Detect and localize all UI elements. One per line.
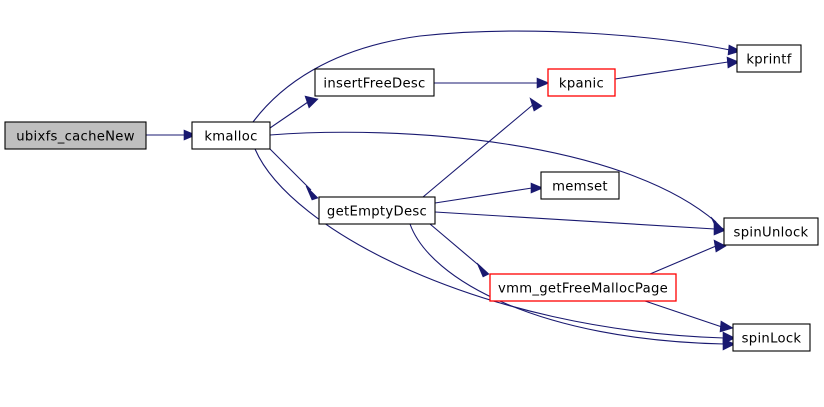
node-label: insertFreeDesc: [323, 77, 425, 92]
edge-kpanic-to-kprintf: [614, 56, 740, 80]
edge-line: [644, 300, 723, 328]
arrowhead-icon: [305, 185, 319, 201]
arrowhead-icon: [476, 262, 490, 278]
node-label: kmalloc: [204, 130, 257, 145]
node-label: getEmptyDesc: [327, 205, 427, 220]
edge-getEmptyDesc-to-memset: [434, 182, 544, 204]
node-label: spinUnlock: [734, 226, 809, 241]
node-ubixfs_cacheNew[interactable]: ubixfs_cacheNew: [4, 121, 147, 150]
edge-line: [254, 148, 725, 339]
arrowhead-icon: [529, 97, 543, 112]
node-box[interactable]: [547, 68, 616, 97]
arrowhead-icon: [713, 223, 727, 236]
node-box[interactable]: [540, 171, 620, 200]
edge-kmalloc-to-getEmptyDesc: [267, 146, 319, 201]
node-label: memset: [552, 180, 608, 195]
edge-getEmptyDesc-to-spinLock: [409, 223, 736, 351]
edge-kmalloc-to-insertFreeDesc: [269, 95, 319, 129]
edge-getEmptyDesc-to-vmm_getFreeMallocPage: [429, 223, 490, 278]
edges-layer: [146, 30, 742, 351]
edge-line: [614, 61, 729, 80]
edge-vmm_getFreeMallocPage-to-spinLock: [644, 300, 734, 333]
node-box[interactable]: [723, 217, 819, 246]
node-kprintf[interactable]: kprintf: [736, 44, 802, 73]
edge-line: [269, 131, 717, 223]
node-box[interactable]: [314, 68, 435, 97]
arrowhead-icon: [719, 320, 734, 333]
node-label: vmm_getFreeMallocPage: [498, 282, 668, 297]
node-memset[interactable]: memset: [540, 171, 620, 200]
edge-insertFreeDesc-to-kpanic: [434, 77, 550, 89]
node-getEmptyDesc[interactable]: getEmptyDesc: [318, 196, 436, 225]
node-box[interactable]: [4, 121, 147, 150]
arrowhead-icon: [530, 182, 544, 194]
edge-line: [429, 223, 483, 269]
nodes-layer: ubixfs_cacheNew kmalloc insertFreeDesc kpan…: [4, 44, 819, 352]
edge-line: [409, 223, 725, 345]
edge-ubixfs_cacheNew-to-kmalloc: [146, 129, 197, 141]
edge-line: [434, 211, 716, 230]
arrowhead-icon: [722, 338, 736, 351]
arrowhead-icon: [183, 129, 197, 141]
edge-vmm_getFreeMallocPage-to-spinUnlock: [649, 239, 727, 275]
node-box[interactable]: [191, 121, 271, 150]
node-label: ubixfs_cacheNew: [16, 130, 135, 145]
edge-line: [422, 102, 536, 198]
node-spinLock[interactable]: spinLock: [732, 323, 811, 352]
node-insertFreeDesc[interactable]: insertFreeDesc: [314, 68, 435, 97]
node-box[interactable]: [736, 44, 802, 73]
arrowhead-icon: [727, 44, 742, 56]
arrowhead-icon: [536, 77, 550, 89]
node-spinUnlock[interactable]: spinUnlock: [723, 217, 819, 246]
node-box[interactable]: [489, 273, 677, 302]
node-box[interactable]: [732, 323, 811, 352]
node-label: spinLock: [742, 332, 802, 347]
edge-line: [267, 146, 312, 191]
node-kmalloc[interactable]: kmalloc: [191, 121, 271, 150]
arrowhead-icon: [713, 239, 727, 253]
arrowhead-icon: [726, 56, 740, 69]
edge-getEmptyDesc-to-kpanic: [422, 97, 543, 198]
edge-line: [269, 101, 309, 129]
edge-line: [252, 30, 731, 123]
edge-kmalloc-to-spinLock: [254, 148, 736, 345]
edge-getEmptyDesc-to-spinUnlock: [434, 211, 727, 236]
node-label: kprintf: [746, 53, 791, 68]
edge-kmalloc-to-kprintf: [252, 30, 742, 123]
node-kpanic[interactable]: kpanic: [547, 68, 616, 97]
edge-line: [649, 245, 717, 275]
node-label: kpanic: [559, 77, 604, 92]
arrowhead-icon: [304, 95, 319, 109]
edge-line: [434, 187, 533, 204]
node-box[interactable]: [318, 196, 436, 225]
node-vmm_getFreeMallocPage[interactable]: vmm_getFreeMallocPage: [489, 273, 677, 302]
